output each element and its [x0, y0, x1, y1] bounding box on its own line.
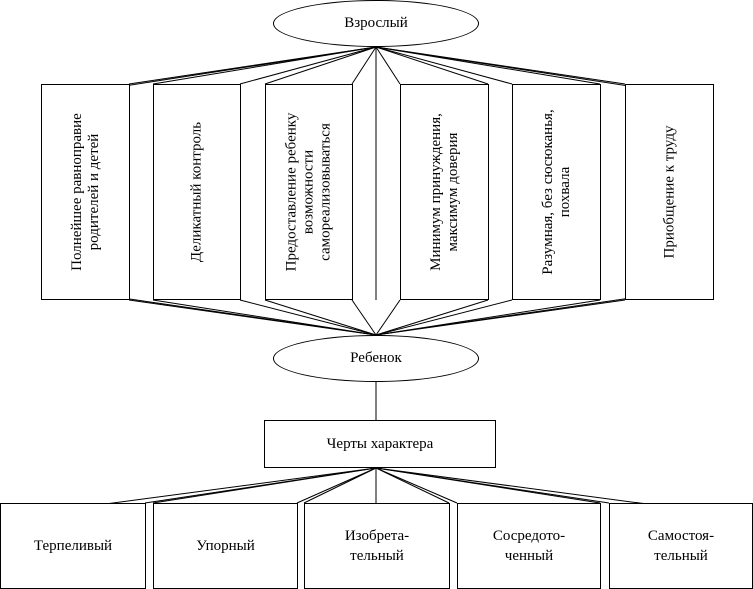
trait-box-inventive: Изобрета- тельный [304, 503, 450, 589]
trait-box-patient: Терпеливый [0, 503, 146, 589]
connector-line [152, 46, 377, 85]
connector-line [375, 299, 401, 336]
connector-line [375, 46, 401, 85]
connector-line [375, 299, 513, 336]
child-label: Ребенок [350, 350, 402, 366]
connector-line [239, 299, 377, 336]
principle-box-labor: Приобщение к труду [625, 84, 714, 300]
trait-box-focused: Сосредото- ченный [457, 503, 601, 589]
principle-label: Разумная, без сюсюканья, похвала [539, 109, 573, 275]
connector-line [303, 467, 377, 504]
connector-line [351, 299, 377, 336]
connector-line [375, 46, 513, 85]
connector-line [264, 46, 377, 85]
connector-line [375, 299, 489, 336]
connector-line [375, 467, 458, 504]
connector-line [375, 46, 489, 85]
principle-box-control: Деликатный контроль [153, 84, 241, 300]
connector-line [152, 467, 377, 504]
trait-label: Сосредото- ченный [492, 528, 566, 564]
character-label: Черты характера [326, 436, 434, 452]
principle-label: Минимум принуждения, максимум доверия [427, 113, 461, 271]
trait-label: Самостоя- тельный [647, 528, 715, 564]
connector-line [296, 467, 377, 504]
principle-box-praise: Разумная, без сюсюканья, похвала [512, 84, 601, 300]
connector-line [351, 46, 377, 85]
connector-line [128, 299, 377, 336]
character-traits-box: Черты характера [264, 420, 496, 468]
principle-box-self-realization: Предоставление ребенку возможности самор… [265, 84, 353, 300]
trait-label: Изобрета- тельный [344, 528, 410, 564]
connector-line [239, 46, 377, 85]
connector-line [152, 299, 377, 336]
connector-line [264, 299, 377, 336]
principle-box-trust: Минимум принуждения, максимум доверия [400, 84, 489, 300]
principle-label: Приобщение к труду [661, 125, 677, 259]
connector-line [375, 467, 610, 504]
connector-line [375, 467, 450, 504]
trait-label: Терпеливый [33, 538, 113, 554]
child-node: Ребенок [273, 335, 479, 382]
principle-label: Деликатный контроль [188, 121, 205, 263]
principle-label: Предоставление ребенку возможности самор… [283, 112, 334, 272]
adult-node: Взрослый [273, 0, 479, 47]
principle-label: Полнейшее равноправие родителей и детей [68, 113, 102, 271]
principle-box-equality: Полнейшее равноправие родителей и детей [41, 84, 130, 300]
trait-box-persistent: Упорный [153, 503, 298, 589]
trait-box-independent: Самостоя- тельный [609, 503, 753, 589]
connector-line [128, 46, 377, 85]
trait-label: Упорный [196, 538, 255, 554]
adult-label: Взрослый [344, 15, 408, 31]
